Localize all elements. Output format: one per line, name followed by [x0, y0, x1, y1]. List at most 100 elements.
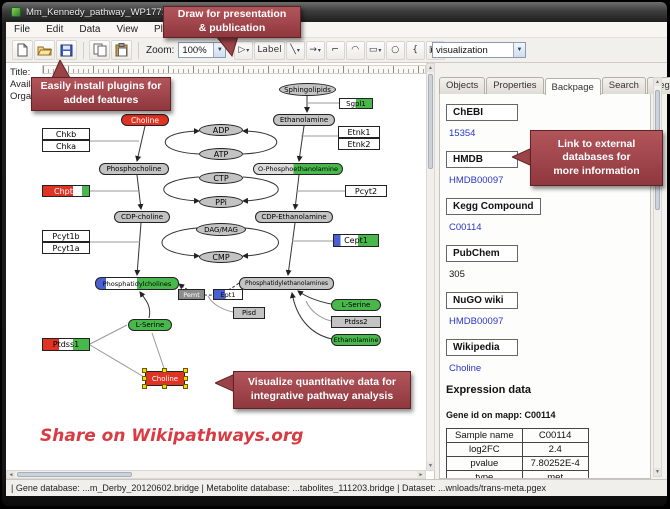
node-label: Ethanolamine	[279, 116, 329, 124]
node-label: Chka	[55, 141, 77, 151]
node-label: Pisd	[241, 309, 257, 317]
section-heading[interactable]: HMDB	[446, 151, 518, 168]
selection-handle[interactable]	[142, 375, 147, 381]
menu-view[interactable]: View	[116, 24, 138, 35]
pathway-node-sphingolipids[interactable]: Sphingolipids	[279, 83, 336, 96]
selection-tool[interactable]: ▷▾	[234, 40, 254, 60]
arrow-tool[interactable]: →▾	[305, 40, 325, 60]
pathway-node-ethanolamine[interactable]: Ethanolamine	[331, 334, 381, 346]
pathway-node-cdp-choline[interactable]: CDP-choline	[114, 211, 170, 223]
scroll-up-icon[interactable]: ▲	[427, 64, 434, 72]
pathway-node-ept1[interactable]: Ept1	[213, 289, 243, 300]
pathway-node-adp[interactable]: ADP	[199, 124, 243, 136]
pathway-node-chkb[interactable]: Chkb	[42, 128, 90, 140]
selection-handle[interactable]	[183, 384, 188, 389]
canvas-vertical-scrollbar[interactable]: ▲ ▼	[426, 63, 435, 471]
pathway-node-choline[interactable]: Choline	[142, 368, 188, 389]
section-heading[interactable]: PubChem	[446, 245, 518, 262]
external-database-link[interactable]: HMDB00097	[449, 316, 504, 327]
pathway-node-etnk2[interactable]: Etnk2	[338, 138, 380, 150]
pathway-node-pcyt1b[interactable]: Pcyt1b	[42, 230, 90, 242]
new-file-button[interactable]	[12, 40, 33, 60]
selection-handle[interactable]	[183, 375, 188, 381]
pathway-node-cdp-ethanolamine[interactable]: CDP-Ethanolamine	[255, 211, 333, 223]
chevron-down-icon[interactable]: ▼	[513, 43, 525, 57]
pathway-node-phosphatidylethanolamines[interactable]: Phosphatidylethanolamines	[239, 277, 334, 290]
arrow-tool-icon: →	[309, 45, 317, 55]
chevron-down-icon: ▾	[296, 46, 300, 54]
pathway-node-l-serine[interactable]: L-Serine	[128, 319, 172, 331]
visualization-combobox[interactable]: visualization ▼	[432, 42, 526, 58]
pathway-node-ethanolamine[interactable]: Ethanolamine	[273, 114, 335, 126]
pathway-node-pisd[interactable]: Pisd	[233, 307, 265, 319]
menu-edit[interactable]: Edit	[46, 24, 64, 35]
pathway-node-phosphatidylcholines[interactable]: Phosphatidylcholines	[95, 277, 179, 290]
canvas-horizontal-scrollbar[interactable]: ◄ ►	[6, 470, 426, 479]
scroll-left-icon[interactable]: ◄	[7, 471, 15, 478]
pathway-node-chpt1[interactable]: Chpt1	[42, 185, 90, 197]
open-file-button[interactable]	[34, 40, 55, 60]
selection-handle[interactable]	[162, 368, 167, 373]
tab-objects[interactable]: Objects	[439, 77, 486, 94]
external-database-link[interactable]: C00114	[449, 222, 482, 233]
scrollbar-thumb[interactable]	[428, 74, 433, 169]
zoom-combobox[interactable]: 100% ▼	[178, 42, 227, 58]
external-database-link[interactable]: 15354	[449, 128, 476, 139]
table-cell: met	[521, 470, 589, 478]
pathway-node-cept1[interactable]: Cept1	[333, 234, 379, 247]
section-heading[interactable]: ChEBI	[446, 104, 518, 121]
scroll-up-icon[interactable]: ▲	[654, 78, 661, 86]
menu-file[interactable]: File	[14, 24, 31, 35]
pathway-node-ptdss1[interactable]: Ptdss1	[42, 338, 90, 351]
arc-tool[interactable]: ◠	[345, 40, 365, 60]
pathway-node-phosphocholine[interactable]: Phosphocholine	[99, 163, 169, 175]
section-heading[interactable]: Kegg Compound	[446, 198, 541, 215]
tab-properties[interactable]: Properties	[486, 77, 544, 94]
scroll-down-icon[interactable]: ▼	[427, 462, 434, 470]
menu-data[interactable]: Data	[79, 24, 101, 35]
pathway-node-atp[interactable]: ATP	[199, 148, 243, 160]
pathway-node-etnk1[interactable]: Etnk1	[338, 126, 380, 138]
external-database-link[interactable]: Choline	[449, 363, 482, 374]
node-label: Chpt1	[54, 186, 78, 196]
pathway-node-cmp[interactable]: CMP	[199, 251, 243, 263]
tab-backpage[interactable]: Backpage	[544, 78, 601, 95]
pathway-node-ptdss2[interactable]: Ptdss2	[331, 316, 381, 328]
elbow-connector-tool[interactable]: ⌐	[325, 40, 345, 60]
label-tool[interactable]: Label	[254, 40, 285, 60]
pathway-node-o-phosphoethanolamine[interactable]: O-Phosphoethanolamine	[253, 163, 343, 175]
section-heading[interactable]: Wikipedia	[446, 339, 518, 356]
pathway-node-sgpl1[interactable]: Sgpl1	[339, 98, 373, 109]
selection-handle[interactable]	[162, 384, 167, 389]
chevron-down-icon[interactable]: ▼	[213, 43, 226, 57]
oval-tool[interactable]: ○	[385, 40, 405, 60]
pathway-node-pcyt1a[interactable]: Pcyt1a	[42, 242, 90, 254]
save-button[interactable]	[56, 40, 77, 60]
line-tool[interactable]: ╲▾	[285, 40, 305, 60]
tab-search[interactable]: Search	[601, 77, 646, 94]
pathway-node-ctp[interactable]: CTP	[199, 172, 243, 184]
scroll-right-icon[interactable]: ►	[417, 471, 425, 478]
copy-button[interactable]	[89, 40, 110, 60]
selection-handle[interactable]	[142, 368, 147, 373]
scrollbar-thumb[interactable]	[17, 472, 132, 477]
pathway-node-pemt[interactable]: Pemt	[178, 289, 205, 300]
section-heading[interactable]: NuGO wiki	[446, 292, 518, 309]
pathway-node-ppi[interactable]: PPi	[199, 196, 243, 208]
scroll-down-icon[interactable]: ▼	[654, 468, 661, 476]
pathway-node-chka[interactable]: Chka	[42, 140, 90, 152]
pathway-node-pcyt2[interactable]: Pcyt2	[345, 185, 387, 197]
node-label: Sgpl1	[346, 99, 366, 108]
selection-handle[interactable]	[142, 384, 147, 389]
selection-handle[interactable]	[183, 368, 188, 373]
pathway-node-choline[interactable]: Choline	[121, 114, 169, 126]
brace-tool[interactable]: {	[405, 40, 425, 60]
rectangle-tool[interactable]: ▭▾	[365, 40, 385, 60]
external-database-link[interactable]: HMDB00097	[449, 175, 504, 186]
pathway-node-dag-mag[interactable]: DAG/MAG	[196, 223, 246, 236]
pathway-node-l-serine[interactable]: L-Serine	[331, 299, 381, 311]
paste-button[interactable]	[111, 40, 132, 60]
